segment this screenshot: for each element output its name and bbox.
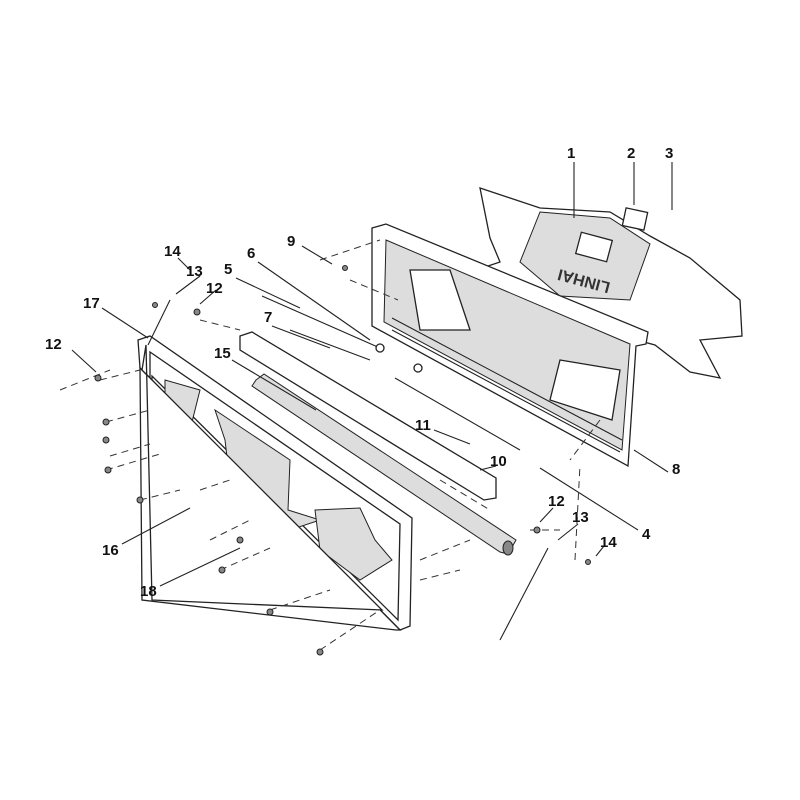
cross-bar-10 — [239, 331, 497, 501]
callout-1: 1 — [567, 145, 575, 162]
cable-right — [499, 547, 549, 641]
callout-12: 12 — [206, 280, 223, 297]
callout-labels: 1 2 3 9 6 14 13 5 12 17 7 12 15 11 10 8 … — [45, 145, 680, 600]
callout-13: 13 — [186, 263, 203, 280]
callout-8: 8 — [672, 461, 680, 478]
callout-17: 17 — [83, 295, 100, 312]
leader-lines — [71, 162, 673, 587]
callout-3: 3 — [665, 145, 673, 162]
rod-11 — [394, 377, 521, 451]
tube-15 — [251, 373, 517, 556]
callout-14: 14 — [164, 243, 181, 260]
rod-6 — [261, 295, 381, 349]
callout-4: 4 — [642, 526, 651, 543]
fasteners — [59, 239, 601, 656]
callout-14b: 14 — [600, 534, 617, 551]
rod-7 — [289, 329, 371, 361]
front-tailgate-panel — [137, 335, 413, 631]
callout-15: 15 — [214, 345, 231, 362]
callout-6: 6 — [247, 245, 255, 262]
callout-13b: 13 — [572, 509, 589, 526]
callout-12c: 12 — [548, 493, 565, 510]
callout-11: 11 — [415, 417, 431, 434]
outer-tailgate-panel: LINHAI — [468, 187, 743, 379]
callout-9: 9 — [287, 233, 295, 250]
callout-5: 5 — [224, 261, 232, 278]
callout-10: 10 — [490, 453, 507, 470]
inner-tailgate-frame — [371, 223, 649, 468]
callout-7: 7 — [264, 309, 272, 326]
cable-left — [147, 299, 171, 346]
callout-2: 2 — [627, 145, 635, 162]
callout-16: 16 — [102, 542, 119, 559]
callout-18: 18 — [140, 583, 157, 600]
callout-12b: 12 — [45, 336, 62, 353]
latch-bracket — [621, 207, 649, 231]
